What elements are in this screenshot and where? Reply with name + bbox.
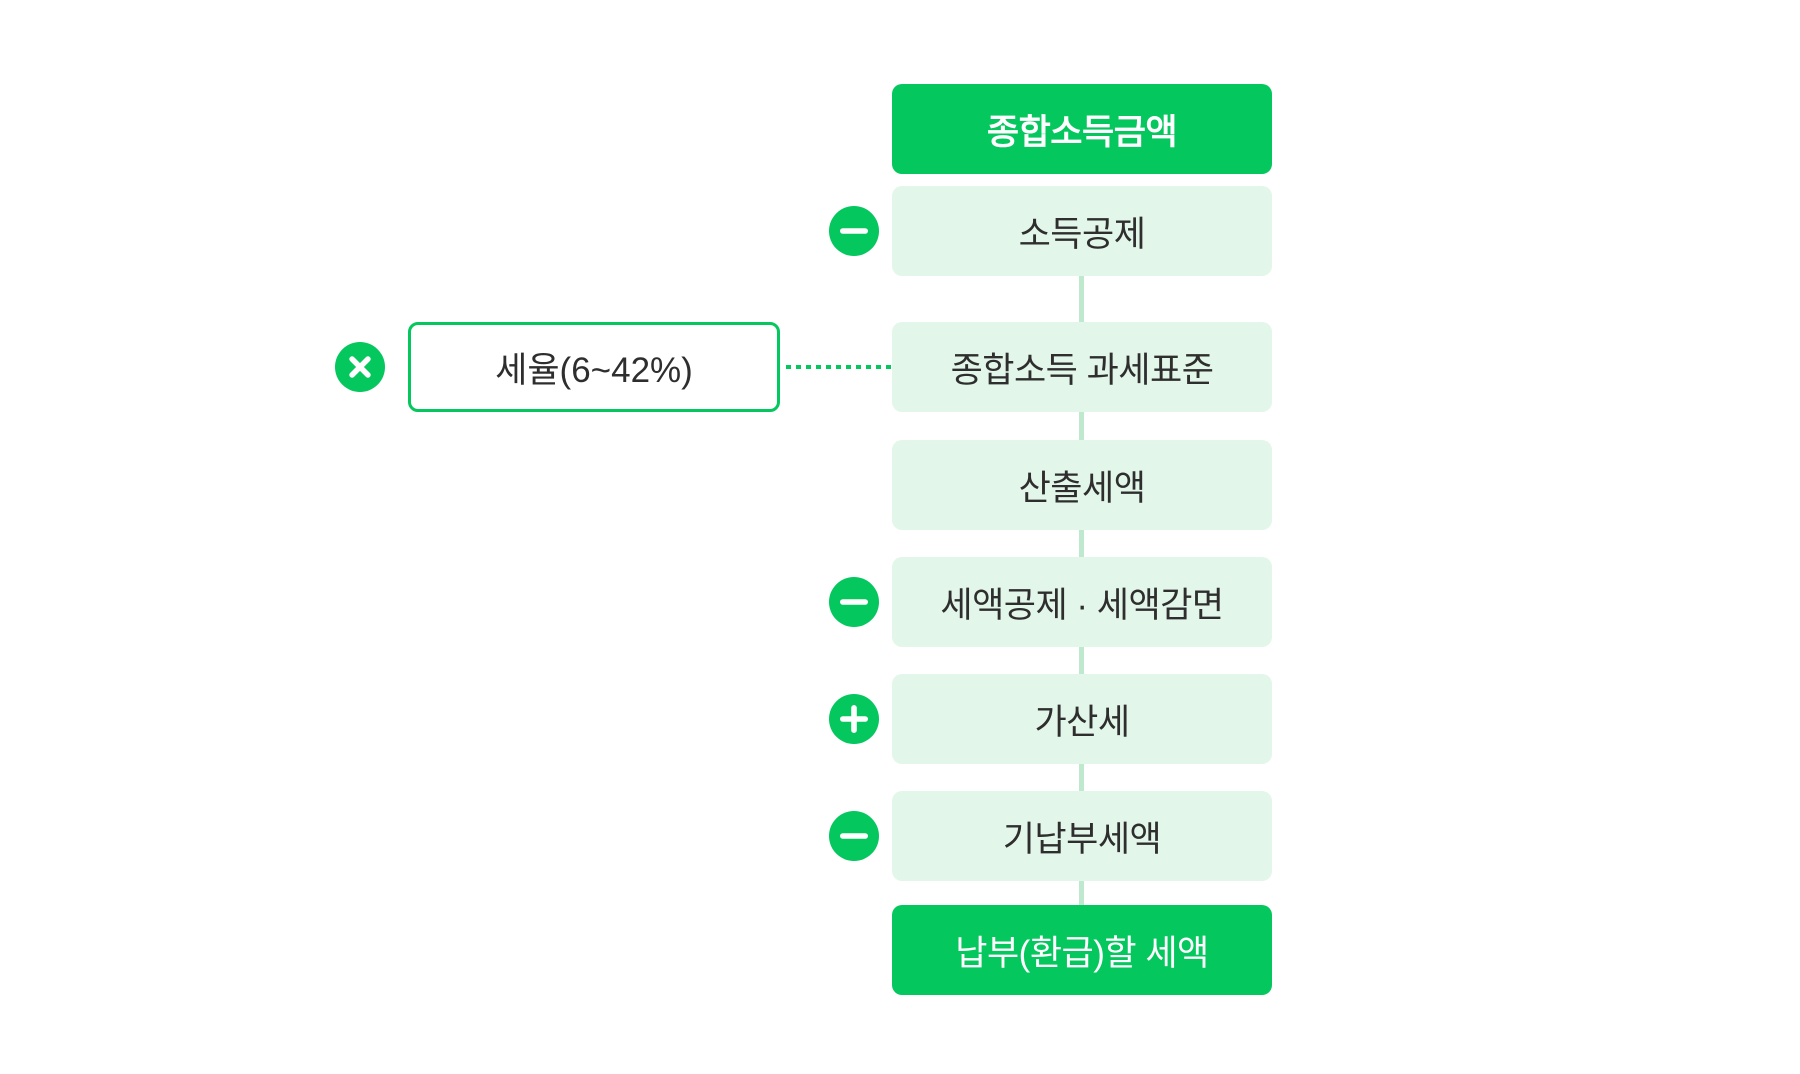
flow-connector — [1079, 276, 1084, 322]
node-prepaid-tax: 기납부세액 — [892, 791, 1272, 881]
plus-icon — [829, 694, 879, 744]
node-tax-credit-reduction: 세액공제 · 세액감면 — [892, 557, 1272, 647]
flow-connector — [1079, 881, 1084, 905]
minus-icon — [829, 811, 879, 861]
multiply-icon — [335, 342, 385, 392]
node-income-deduction: 소득공제 — [892, 186, 1272, 276]
flow-connector — [1079, 764, 1084, 791]
flow-connector — [1079, 530, 1084, 557]
node-tax-base: 종합소득 과세표준 — [892, 322, 1272, 412]
node-final-tax-due: 납부(환급)할 세액 — [892, 905, 1272, 995]
node-tax-rate: 세율(6~42%) — [408, 322, 780, 412]
minus-icon — [829, 206, 879, 256]
flow-connector — [1079, 647, 1084, 674]
node-total-income: 종합소득금액 — [892, 84, 1272, 174]
flow-connector — [1079, 412, 1084, 440]
node-calculated-tax: 산출세액 — [892, 440, 1272, 530]
dotted-connector — [786, 365, 892, 369]
node-penalty-tax: 가산세 — [892, 674, 1272, 764]
minus-icon — [829, 577, 879, 627]
